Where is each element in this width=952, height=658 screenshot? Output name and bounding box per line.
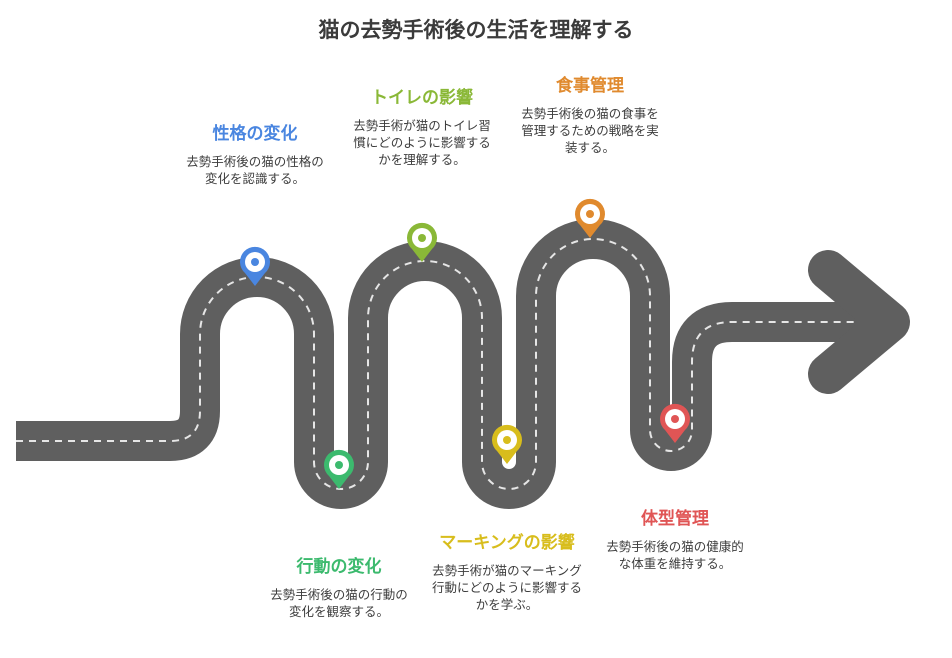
step-behavior: 行動の変化 去勢手術後の猫の行動の変化を観察する。: [266, 556, 412, 620]
step-toilet: トイレの影響 去勢手術が猫のトイレ習慣にどのように影響するかを理解する。: [349, 87, 495, 168]
step-weight: 体型管理 去勢手術後の猫の健康的な体重を維持する。: [602, 508, 748, 572]
step-description: 去勢手術後の猫の食事を管理するための戦略を実装する。: [521, 106, 659, 155]
step-marking: マーキングの影響 去勢手術が猫のマーキング行動にどのように影響するかを学ぶ。: [430, 532, 584, 613]
step-heading: 食事管理: [556, 76, 624, 96]
road-path: [16, 219, 878, 509]
step-heading: マーキングの影響: [439, 533, 575, 553]
marker-weight: [660, 403, 690, 443]
step-heading: 性格の変化: [212, 124, 298, 144]
step-description: 去勢手術後の猫の性格の変化を認識する。: [186, 154, 324, 186]
road-center-dash: [16, 238, 878, 490]
step-description: 去勢手術が猫のトイレ習慣にどのように影響するかを理解する。: [353, 118, 491, 167]
step-diet: 食事管理 去勢手術後の猫の食事を管理するための戦略を実装する。: [516, 75, 664, 156]
marker-toilet: [407, 222, 437, 262]
step-description: 去勢手術が猫のマーキング行動にどのように影響するかを学ぶ。: [431, 563, 582, 612]
marker-personality: [240, 246, 270, 286]
step-description: 去勢手術後の猫の行動の変化を観察する。: [270, 587, 408, 619]
step-heading: 行動の変化: [296, 557, 382, 577]
arrow-head: [808, 250, 910, 394]
step-heading: トイレの影響: [371, 88, 473, 108]
diagram-title: 猫の去勢手術後の生活を理解する: [318, 18, 634, 42]
marker-diet: [575, 198, 605, 238]
marker-behavior: [324, 449, 354, 489]
road: [16, 219, 910, 509]
step-heading: 体型管理: [641, 509, 709, 529]
marker-marking: [492, 424, 522, 464]
step-personality: 性格の変化 去勢手術後の猫の性格の変化を認識する。: [182, 123, 328, 187]
step-description: 去勢手術後の猫の健康的な体重を維持する。: [606, 539, 744, 571]
